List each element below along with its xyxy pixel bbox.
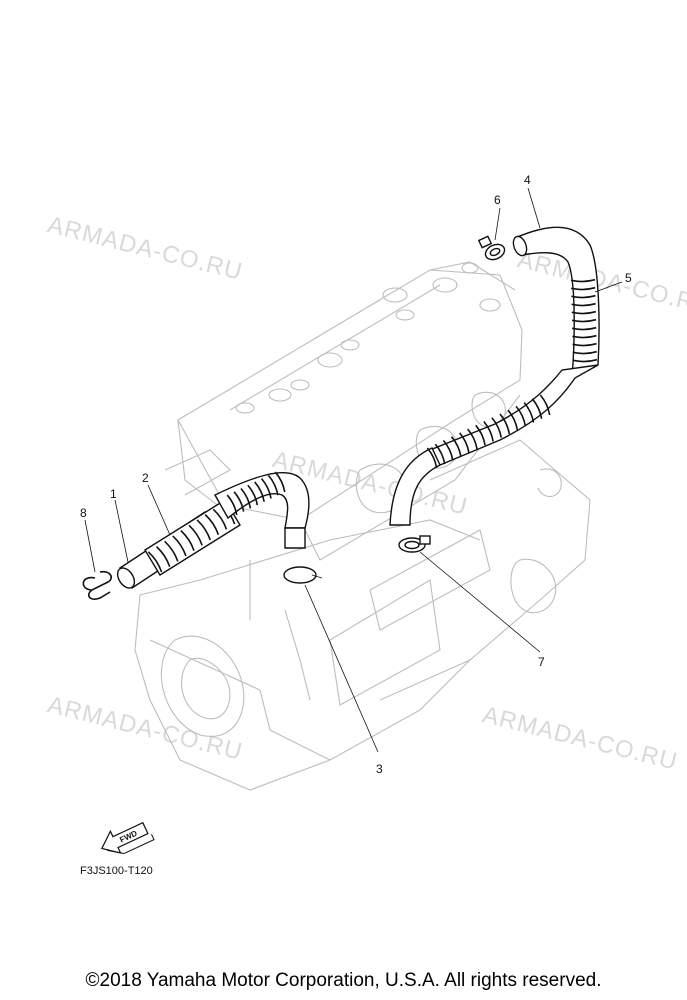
hose-rib	[572, 350, 598, 355]
hose-rib	[204, 514, 220, 535]
part-7-clamp	[398, 535, 431, 553]
hose-rib	[147, 551, 163, 573]
hose-rib	[450, 436, 462, 457]
hose-rib	[571, 310, 597, 315]
hose-rib	[571, 318, 597, 323]
hose-rib	[212, 508, 228, 530]
hose-rib	[196, 519, 212, 541]
hose-rib	[531, 398, 543, 419]
hose-rib	[483, 421, 494, 442]
hose-rib	[434, 443, 446, 465]
hose-rib	[572, 326, 597, 331]
hose-rib	[571, 286, 596, 291]
hose-rib	[475, 424, 486, 446]
hose-rib	[180, 530, 195, 551]
hose-rib	[267, 474, 279, 496]
part-3-clip	[283, 566, 323, 584]
leader-lines	[84, 187, 623, 753]
hose-rib	[442, 439, 454, 461]
hose-rib	[459, 432, 470, 453]
part-8-clip	[82, 570, 112, 600]
callout-8: 8	[80, 506, 87, 520]
callout-3: 3	[376, 762, 383, 776]
hose-rib	[260, 478, 272, 499]
hose-rib	[172, 535, 187, 557]
hose-rib	[426, 447, 438, 469]
hose-rib	[572, 334, 597, 339]
hose-rib	[570, 278, 596, 283]
callout-2: 2	[142, 471, 149, 485]
callout-5: 5	[625, 271, 632, 285]
callout-7: 7	[538, 655, 545, 669]
hose-rib	[226, 494, 238, 516]
hose-rib	[155, 546, 171, 567]
hose-rib	[164, 540, 179, 562]
hose-rib	[571, 294, 596, 299]
hose-rib	[572, 342, 597, 347]
hose-rib	[233, 491, 245, 512]
hose-rib	[523, 402, 535, 423]
part-6-clamp	[477, 235, 506, 261]
hose-rib	[571, 302, 596, 307]
hose-rib	[507, 409, 519, 431]
hose-rib	[467, 428, 478, 450]
hose-rib	[572, 358, 598, 363]
hose-rib	[274, 471, 286, 493]
engine-block	[134, 261, 591, 791]
hose-rib	[254, 481, 265, 502]
hose-rib	[539, 394, 551, 416]
hose-rib	[491, 417, 503, 438]
hose-rib	[499, 413, 511, 435]
callout-1: 1	[110, 487, 117, 501]
hose-rib	[240, 487, 252, 509]
fwd-arrow-icon: FWD	[101, 821, 155, 855]
hose-rib	[188, 524, 203, 546]
part-4-5-hose	[389, 226, 600, 526]
hose-rib	[247, 484, 259, 506]
callout-labels: 1 2 3 4 5 6 7 8	[80, 173, 632, 776]
center-bent-hose	[214, 471, 310, 549]
part-2-hose	[144, 499, 241, 576]
hose-rib	[515, 405, 527, 427]
callout-4: 4	[524, 173, 531, 187]
copyright-notice: ©2018 Yamaha Motor Corporation, U.S.A. A…	[85, 970, 602, 991]
callout-6: 6	[494, 193, 501, 207]
diagram-code: F3JS100-T120	[80, 865, 153, 877]
